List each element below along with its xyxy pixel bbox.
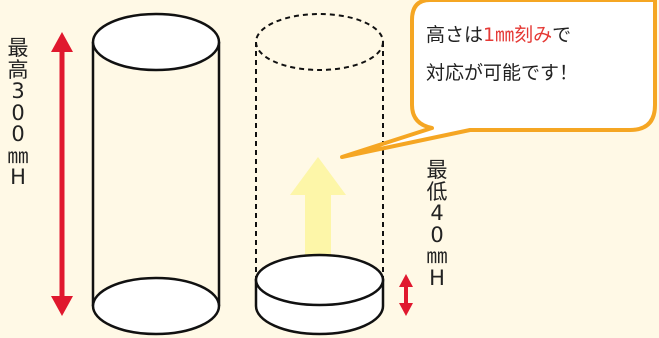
callout-bubble [340, 0, 657, 159]
callout-line1-post: で [552, 24, 572, 46]
max-height-arrow [51, 32, 73, 316]
min-label-char: H [429, 265, 445, 290]
max-label-char: 0 [11, 122, 25, 146]
min-label-char: 低 [426, 179, 448, 204]
callout-line-2: 対応が可能です！ [426, 62, 579, 84]
max-label-char: 0 [11, 100, 25, 125]
max-label-char: ㎜ [7, 143, 29, 168]
dashed-cylinder-outline [255, 13, 384, 290]
min-label-char: 最 [426, 158, 448, 182]
grow-up-arrow [290, 157, 346, 276]
max-height-label: 最 高 3 0 0 ㎜ H [6, 36, 30, 189]
max-label-char: 最 [7, 36, 29, 60]
min-height-arrow [399, 274, 413, 316]
callout-line-1: 高さは1㎜刻みで [426, 16, 646, 54]
max-label-char: 3 [11, 79, 25, 103]
min-label-char: ㎜ [426, 244, 448, 268]
callout-line1-pre: 高さは [426, 24, 484, 46]
callout-highlight: 1㎜刻み [483, 24, 553, 46]
min-label-char: 4 [430, 201, 444, 225]
max-label-char: H [10, 165, 26, 189]
max-label-char: 高 [7, 57, 29, 82]
tall-cylinder [91, 12, 221, 336]
callout-text: 高さは1㎜刻みで 対応が可能です！ [426, 16, 646, 92]
min-height-label: 最 低 4 0 ㎜ H [425, 158, 449, 290]
min-label-char: 0 [430, 222, 444, 247]
short-cylinder [254, 253, 385, 336]
